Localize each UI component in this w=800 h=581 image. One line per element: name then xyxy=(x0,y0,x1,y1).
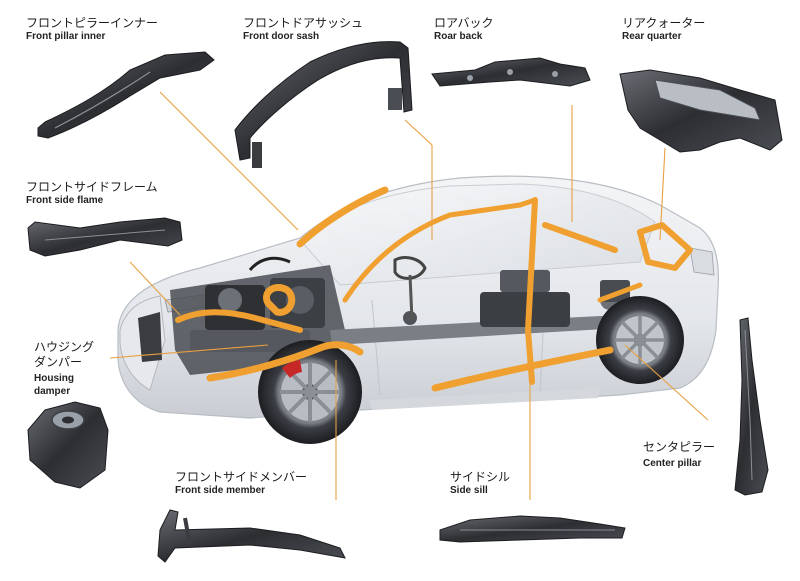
highlighted-parts xyxy=(175,186,693,392)
label-front-door-sash-en: Front door sash xyxy=(243,31,320,42)
label-front-side-member-jp: フロントサイドメンバー xyxy=(175,470,308,484)
label-side-sill-en: Side sill xyxy=(450,485,488,496)
label-housing-damper-en2: damper xyxy=(34,385,71,397)
leader-front-pillar xyxy=(159,91,299,231)
highlight-door-sash xyxy=(342,202,523,303)
highlight-rear-quarter xyxy=(542,222,693,271)
highlight-front-side-member xyxy=(206,341,364,382)
leader-housing-damper xyxy=(109,344,269,359)
leader-front-side-flame xyxy=(129,261,181,316)
label-front-door-sash: フロントドアサッシュ Front door sash xyxy=(243,16,363,44)
label-center-pillar: センタピラー Center pillar xyxy=(643,440,715,471)
label-side-sill: サイドシル Side sill xyxy=(450,470,510,498)
label-housing-damper-jp1: ハウジング xyxy=(34,340,95,354)
label-housing-damper: ハウジング ダンパー Housing damper xyxy=(34,340,94,398)
part-roar-back xyxy=(431,57,591,87)
label-front-pillar-inner: フロントピラーインナー Front pillar inner xyxy=(26,16,158,44)
highlight-front-side-frame xyxy=(175,309,303,333)
leader-door-sash xyxy=(404,119,433,146)
rear-wheel xyxy=(596,296,684,384)
label-center-pillar-en: Center pillar xyxy=(643,458,702,469)
part-front-side-member xyxy=(157,509,346,563)
highlight-roof-rail xyxy=(517,197,538,208)
label-front-pillar-inner-jp: フロントピラーインナー xyxy=(26,16,159,30)
highlight-side-sill xyxy=(431,346,614,392)
label-roar-back-en: Roar back xyxy=(434,31,483,42)
label-rear-quarter: リアクォーター Rear quarter xyxy=(622,16,705,44)
part-front-pillar-inner xyxy=(37,51,215,139)
label-housing-damper-jp2: ダンパー xyxy=(34,355,83,369)
highlight-housing-ring xyxy=(263,284,296,316)
label-roar-back: ロアバック Roar back xyxy=(434,16,494,44)
part-rear-quarter xyxy=(619,69,783,153)
part-front-door-sash xyxy=(234,41,413,168)
label-front-side-flame-jp: フロントサイドフレーム xyxy=(26,180,158,194)
highlight-rear-frame xyxy=(597,282,643,303)
label-front-side-flame-en: Front side flame xyxy=(26,195,104,206)
label-front-pillar-inner-en: Front pillar inner xyxy=(26,31,106,42)
label-front-side-flame: フロントサイドフレーム Front side flame xyxy=(26,180,158,208)
part-housing-damper xyxy=(27,401,109,489)
label-front-side-member-en: Front side member xyxy=(175,485,266,496)
leader-lines xyxy=(109,91,709,500)
label-front-side-member: フロントサイドメンバー Front side member xyxy=(175,470,307,498)
label-housing-damper-en1: Housing xyxy=(34,373,74,384)
part-side-sill xyxy=(439,515,626,543)
part-center-pillar xyxy=(734,317,769,496)
label-rear-quarter-jp: リアクォーター xyxy=(622,16,706,30)
leader-center-pillar xyxy=(624,344,709,421)
label-center-pillar-jp: センタピラー xyxy=(643,440,716,454)
part-front-side-flame xyxy=(27,217,183,257)
label-rear-quarter-en: Rear quarter xyxy=(622,31,682,42)
label-roar-back-jp: ロアバック xyxy=(434,16,494,30)
leader-rear-quarter xyxy=(659,147,666,241)
label-front-door-sash-jp: フロントドアサッシュ xyxy=(243,16,364,30)
label-side-sill-jp: サイドシル xyxy=(450,470,511,484)
highlight-front-pillar xyxy=(296,186,389,248)
